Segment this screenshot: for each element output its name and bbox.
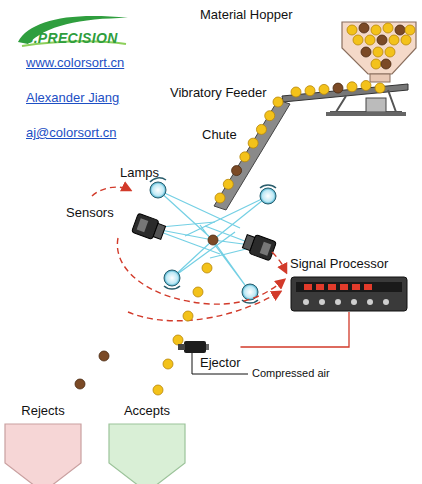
part-label: Material Hopper bbox=[200, 8, 293, 23]
contact-text: aj@colorsort.cn bbox=[26, 126, 117, 141]
sensors bbox=[132, 213, 277, 261]
bean bbox=[333, 83, 343, 93]
part-label: Lamps bbox=[120, 166, 159, 181]
bean bbox=[183, 311, 193, 321]
vibrator bbox=[366, 98, 386, 112]
bean bbox=[389, 35, 399, 45]
bean bbox=[232, 166, 242, 176]
bean bbox=[381, 59, 391, 69]
air-line bbox=[192, 352, 248, 374]
node-shape bbox=[290, 276, 408, 312]
logo-text: S.PRECISION bbox=[24, 30, 118, 46]
bean bbox=[173, 335, 183, 345]
bean bbox=[193, 287, 203, 297]
bean bbox=[353, 35, 363, 45]
bean bbox=[371, 25, 381, 35]
bean bbox=[371, 59, 381, 69]
material-hopper bbox=[342, 22, 416, 74]
part-label: Compressed air bbox=[252, 367, 330, 380]
node-label: Ejector bbox=[200, 356, 240, 371]
bean bbox=[265, 111, 275, 121]
signal-wire bbox=[240, 312, 349, 347]
bean bbox=[291, 87, 301, 97]
part-label: Vibratory Feeder bbox=[170, 86, 267, 101]
light-rays bbox=[150, 190, 268, 292]
bean bbox=[273, 97, 283, 107]
bean bbox=[248, 138, 258, 148]
node-shape bbox=[108, 423, 186, 484]
bean bbox=[377, 35, 387, 45]
collection-bin: Rejects bbox=[4, 404, 82, 484]
part-label: Sensors bbox=[66, 206, 114, 221]
bean bbox=[208, 235, 218, 245]
chute bbox=[214, 100, 290, 210]
bean bbox=[75, 379, 85, 389]
ejector: Ejector bbox=[176, 339, 240, 371]
node-label: Signal Processor bbox=[290, 257, 408, 272]
node-label: Accepts bbox=[124, 404, 186, 419]
bean bbox=[163, 359, 173, 369]
bean bbox=[240, 152, 250, 162]
bean bbox=[375, 83, 385, 93]
bean bbox=[383, 23, 393, 33]
collection-bin: Accepts bbox=[108, 404, 186, 484]
bean bbox=[347, 25, 357, 35]
bean bbox=[359, 23, 369, 33]
node-shape bbox=[176, 339, 240, 355]
node-label: Rejects bbox=[21, 404, 82, 419]
bean bbox=[256, 124, 266, 134]
bean bbox=[401, 35, 411, 45]
bean bbox=[223, 179, 233, 189]
bean bbox=[347, 82, 357, 92]
bean bbox=[215, 193, 225, 203]
bean bbox=[405, 25, 415, 35]
bean bbox=[385, 47, 395, 57]
bean bbox=[99, 351, 109, 361]
bean bbox=[202, 263, 212, 273]
lamps bbox=[150, 178, 276, 303]
bean bbox=[373, 47, 383, 57]
part-label: Chute bbox=[202, 128, 237, 143]
signal-processor: Signal Processor bbox=[290, 257, 408, 312]
bean bbox=[395, 25, 405, 35]
node-shape bbox=[4, 423, 82, 484]
bean bbox=[361, 47, 371, 57]
bean bbox=[361, 81, 371, 91]
bean bbox=[305, 86, 315, 96]
bean bbox=[365, 35, 375, 45]
bean bbox=[319, 84, 329, 94]
contact-text: www.colorsort.cn bbox=[26, 56, 124, 71]
contact-text: Alexander Jiang bbox=[26, 91, 119, 106]
bean bbox=[153, 385, 163, 395]
signal-path bbox=[92, 187, 286, 321]
